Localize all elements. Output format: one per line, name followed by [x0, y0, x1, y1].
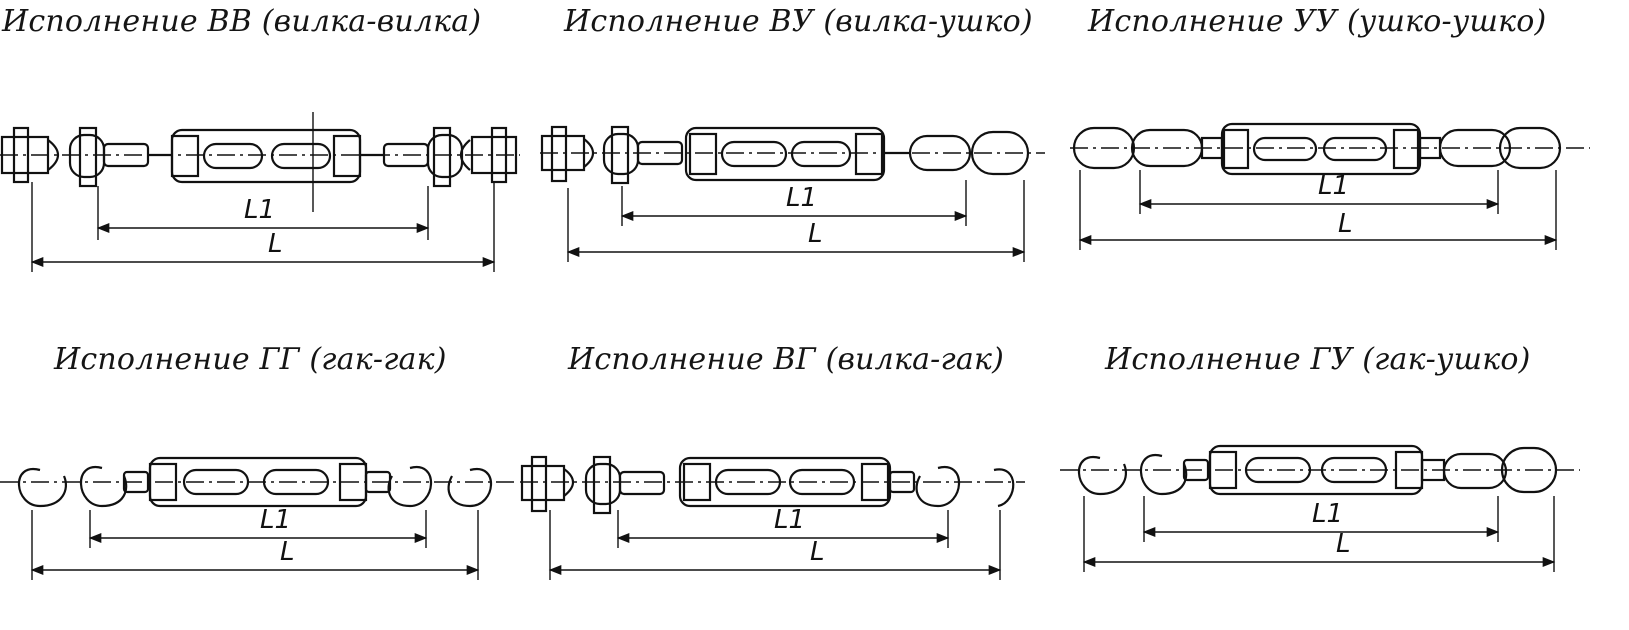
- turnbuckle-uu-drawing: L1 L: [1070, 122, 1590, 250]
- panel-title: Исполнение ВГ (вилка-гак): [568, 342, 1004, 377]
- panel-title: Исполнение ВВ (вилка-вилка): [2, 4, 482, 39]
- fork-end-right: [382, 126, 518, 188]
- turnbuckle-gg-drawing: L1 L: [0, 456, 515, 580]
- panel-gu: Исполнение ГУ (гак-ушко) L1 L: [1060, 330, 1580, 630]
- hook-end-right: [915, 465, 1015, 508]
- turnbuckle-vg-drawing: L1 L: [520, 455, 1025, 580]
- dim-label-l: L: [1336, 529, 1351, 559]
- turnbuckle-vu-drawing: L1 L: [540, 125, 1045, 262]
- turnbuckle-body: [678, 456, 916, 508]
- fork-end-left: [540, 125, 684, 185]
- dim-label-l1: L1: [774, 505, 805, 535]
- dim-label-l1: L1: [786, 183, 817, 213]
- eye-end-right: [1438, 126, 1562, 170]
- dim-label-l1: L1: [1312, 499, 1343, 529]
- hook-end-right: [387, 465, 493, 508]
- panel-title: Исполнение УУ (ушко-ушко): [1088, 4, 1547, 39]
- turnbuckle-body: [1208, 444, 1446, 496]
- turnbuckle-body: [148, 456, 392, 508]
- dim-label-l: L: [808, 219, 823, 249]
- panel-gg: Исполнение ГГ (гак-гак) L1 L: [0, 330, 520, 630]
- dim-label-l1: L1: [1318, 171, 1349, 201]
- fork-end-left: [520, 455, 666, 515]
- panel-uu: Исполнение УУ (ушко-ушко) L1 L: [1070, 0, 1590, 300]
- panel-vg: Исполнение ВГ (вилка-гак) L1: [520, 330, 1040, 630]
- turnbuckle-gu-drawing: L1 L: [1060, 444, 1580, 572]
- eye-end-right: [1442, 446, 1558, 494]
- dim-label-l1: L1: [260, 505, 291, 535]
- dim-label-l: L: [1338, 209, 1353, 239]
- panel-title: Исполнение ГУ (гак-ушко): [1105, 342, 1531, 377]
- dim-label-l: L: [810, 537, 825, 567]
- fork-end-left: [0, 126, 150, 188]
- turnbuckle-body: [684, 126, 910, 182]
- dim-label-l: L: [280, 537, 295, 567]
- turnbuckle-vv-drawing: L1 L: [0, 112, 520, 272]
- turnbuckle-body: [148, 112, 384, 212]
- turnbuckle-body: [1220, 122, 1442, 176]
- hook-end-left: [17, 465, 150, 508]
- hook-end-left: [1077, 453, 1210, 496]
- panel-title: Исполнение ВУ (вилка-ушко): [564, 4, 1033, 39]
- panel-vu: Исполнение ВУ (вилка-ушко) L1: [540, 0, 1060, 300]
- panel-vv: Исполнение ВВ (вилка-вилка): [0, 0, 520, 300]
- dim-label-l: L: [268, 229, 283, 259]
- panel-title: Исполнение ГГ (гак-гак): [54, 342, 447, 377]
- eye-end-right: [908, 130, 1030, 176]
- dim-label-l1: L1: [244, 195, 275, 225]
